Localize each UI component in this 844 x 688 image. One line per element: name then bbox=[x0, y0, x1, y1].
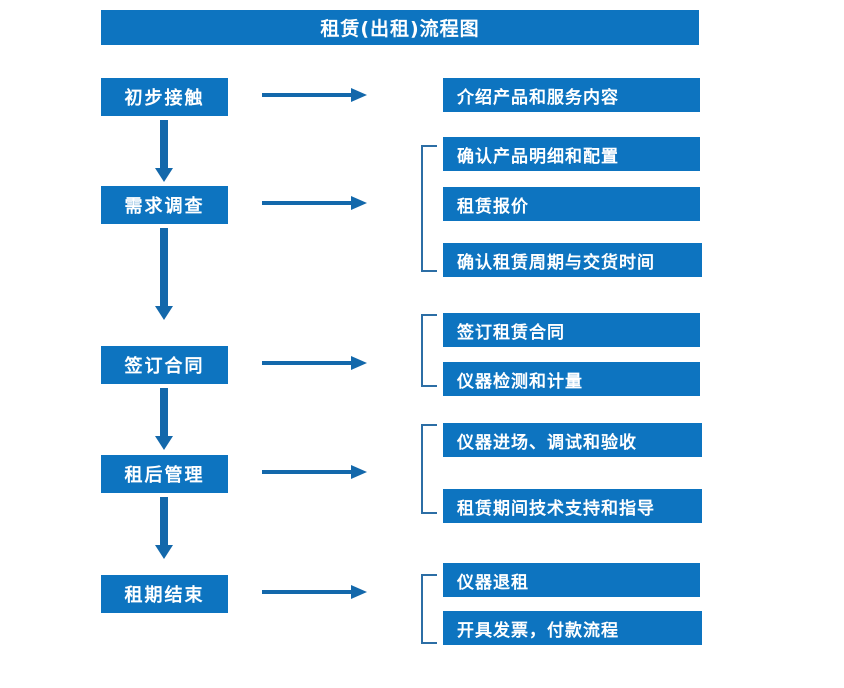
arrow-shaft bbox=[262, 93, 352, 97]
arrow-stage1-to-details bbox=[262, 88, 367, 102]
arrow-shaft bbox=[262, 470, 352, 474]
detail-box-jie-shao-chan-pin[interactable]: 介绍产品和服务内容 bbox=[443, 78, 700, 112]
arrow-shaft bbox=[160, 228, 168, 306]
arrow-stage4-to-stage5 bbox=[155, 497, 173, 559]
arrow-stage1-to-stage2 bbox=[155, 120, 173, 182]
arrow-head bbox=[351, 585, 367, 599]
arrow-head bbox=[155, 436, 173, 450]
arrow-stage2-to-details bbox=[262, 196, 367, 210]
detail-box-que-ren-zu-lin-zhou-qi[interactable]: 确认租赁周期与交货时间 bbox=[443, 243, 702, 277]
arrow-stage4-to-details bbox=[262, 465, 367, 479]
arrow-head bbox=[351, 465, 367, 479]
arrow-shaft bbox=[160, 388, 168, 436]
stage-box-chu-bu-jie-chu[interactable]: 初步接触 bbox=[101, 78, 228, 116]
arrow-shaft bbox=[262, 590, 352, 594]
arrow-shaft bbox=[262, 201, 352, 205]
stage-box-zu-hou-guan-li[interactable]: 租后管理 bbox=[101, 455, 228, 493]
stage-box-zu-qi-jie-shu[interactable]: 租期结束 bbox=[101, 575, 228, 613]
detail-box-yi-qi-tui-zu[interactable]: 仪器退租 bbox=[443, 563, 700, 597]
detail-box-yi-qi-jian-ce-he-ji-liang[interactable]: 仪器检测和计量 bbox=[443, 362, 700, 396]
detail-box-zu-lin-qi-jian-ji-shu-zhi-chi[interactable]: 租赁期间技术支持和指导 bbox=[443, 489, 702, 523]
detail-box-kai-ju-fa-piao[interactable]: 开具发票，付款流程 bbox=[443, 611, 702, 645]
arrow-shaft bbox=[160, 120, 168, 168]
group-bracket-stage5 bbox=[421, 574, 437, 644]
arrow-stage5-to-details bbox=[262, 585, 367, 599]
detail-box-zu-lin-bao-jia[interactable]: 租赁报价 bbox=[443, 187, 700, 221]
arrow-head bbox=[155, 168, 173, 182]
arrow-stage3-to-stage4 bbox=[155, 388, 173, 450]
arrow-head bbox=[351, 88, 367, 102]
detail-box-yi-qi-jin-chang[interactable]: 仪器进场、调试和验收 bbox=[443, 423, 702, 457]
detail-box-qian-ding-zu-lin-he-tong[interactable]: 签订租赁合同 bbox=[443, 313, 700, 347]
arrow-head bbox=[351, 196, 367, 210]
arrow-shaft bbox=[262, 361, 352, 365]
group-bracket-stage3 bbox=[421, 314, 437, 387]
group-bracket-stage4 bbox=[421, 424, 437, 514]
arrow-stage3-to-details bbox=[262, 356, 367, 370]
arrow-head bbox=[155, 545, 173, 559]
group-bracket-stage2 bbox=[421, 145, 437, 272]
stage-box-qian-ding-he-tong[interactable]: 签订合同 bbox=[101, 346, 228, 384]
detail-box-que-ren-chan-pin-ming-xi[interactable]: 确认产品明细和配置 bbox=[443, 137, 700, 171]
stage-box-xu-qiu-diao-cha[interactable]: 需求调查 bbox=[101, 186, 228, 224]
arrow-head bbox=[351, 356, 367, 370]
arrow-head bbox=[155, 306, 173, 320]
arrow-stage2-to-stage3 bbox=[155, 228, 173, 320]
diagram-title: 租赁(出租)流程图 bbox=[101, 10, 699, 45]
arrow-shaft bbox=[160, 497, 168, 545]
